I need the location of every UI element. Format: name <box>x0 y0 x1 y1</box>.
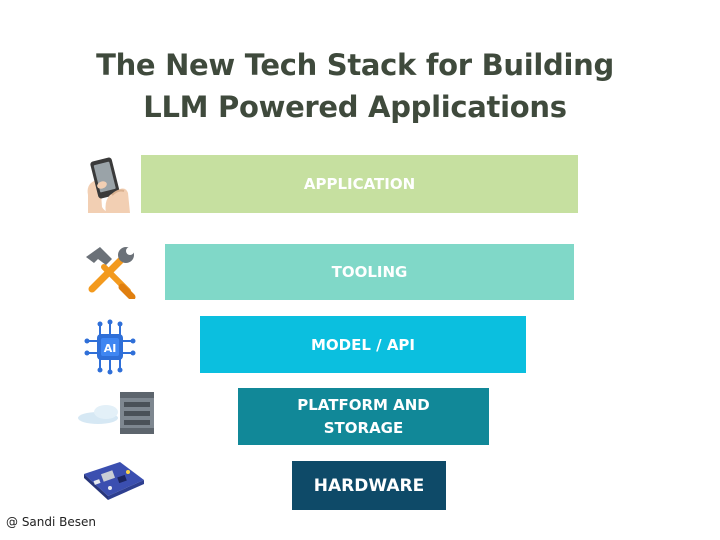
svg-text:AI: AI <box>104 342 117 355</box>
layer-model-api-label: MODEL / API <box>310 335 416 354</box>
cloud-server-icon <box>76 388 160 438</box>
diagram-title: The New Tech Stack for Building LLM Powe… <box>0 44 710 128</box>
layer-application: APPLICATION <box>141 155 578 213</box>
hammer-wrench-icon <box>82 243 138 301</box>
layer-platform-label-line-1: PLATFORM AND <box>297 395 430 414</box>
title-line-2: LLM Powered Applications <box>143 90 567 124</box>
author-credit: @ Sandi Besen <box>6 515 97 529</box>
layer-platform-storage: PLATFORM AND STORAGE <box>238 388 489 445</box>
smartphone-hand-icon <box>80 155 136 215</box>
ai-chip-icon: AI <box>84 319 136 375</box>
layer-model-api: MODEL / API <box>200 316 526 373</box>
layer-application-label: APPLICATION <box>303 175 416 193</box>
layer-hardware-label: HARDWARE <box>313 475 425 496</box>
layer-hardware: HARDWARE <box>292 461 446 510</box>
layer-tooling-label: TOOLING <box>331 263 408 281</box>
layer-tooling: TOOLING <box>165 244 574 300</box>
layer-platform-label-line-2: STORAGE <box>323 418 404 437</box>
circuit-board-icon <box>80 458 146 502</box>
title-line-1: The New Tech Stack for Building <box>96 48 614 82</box>
